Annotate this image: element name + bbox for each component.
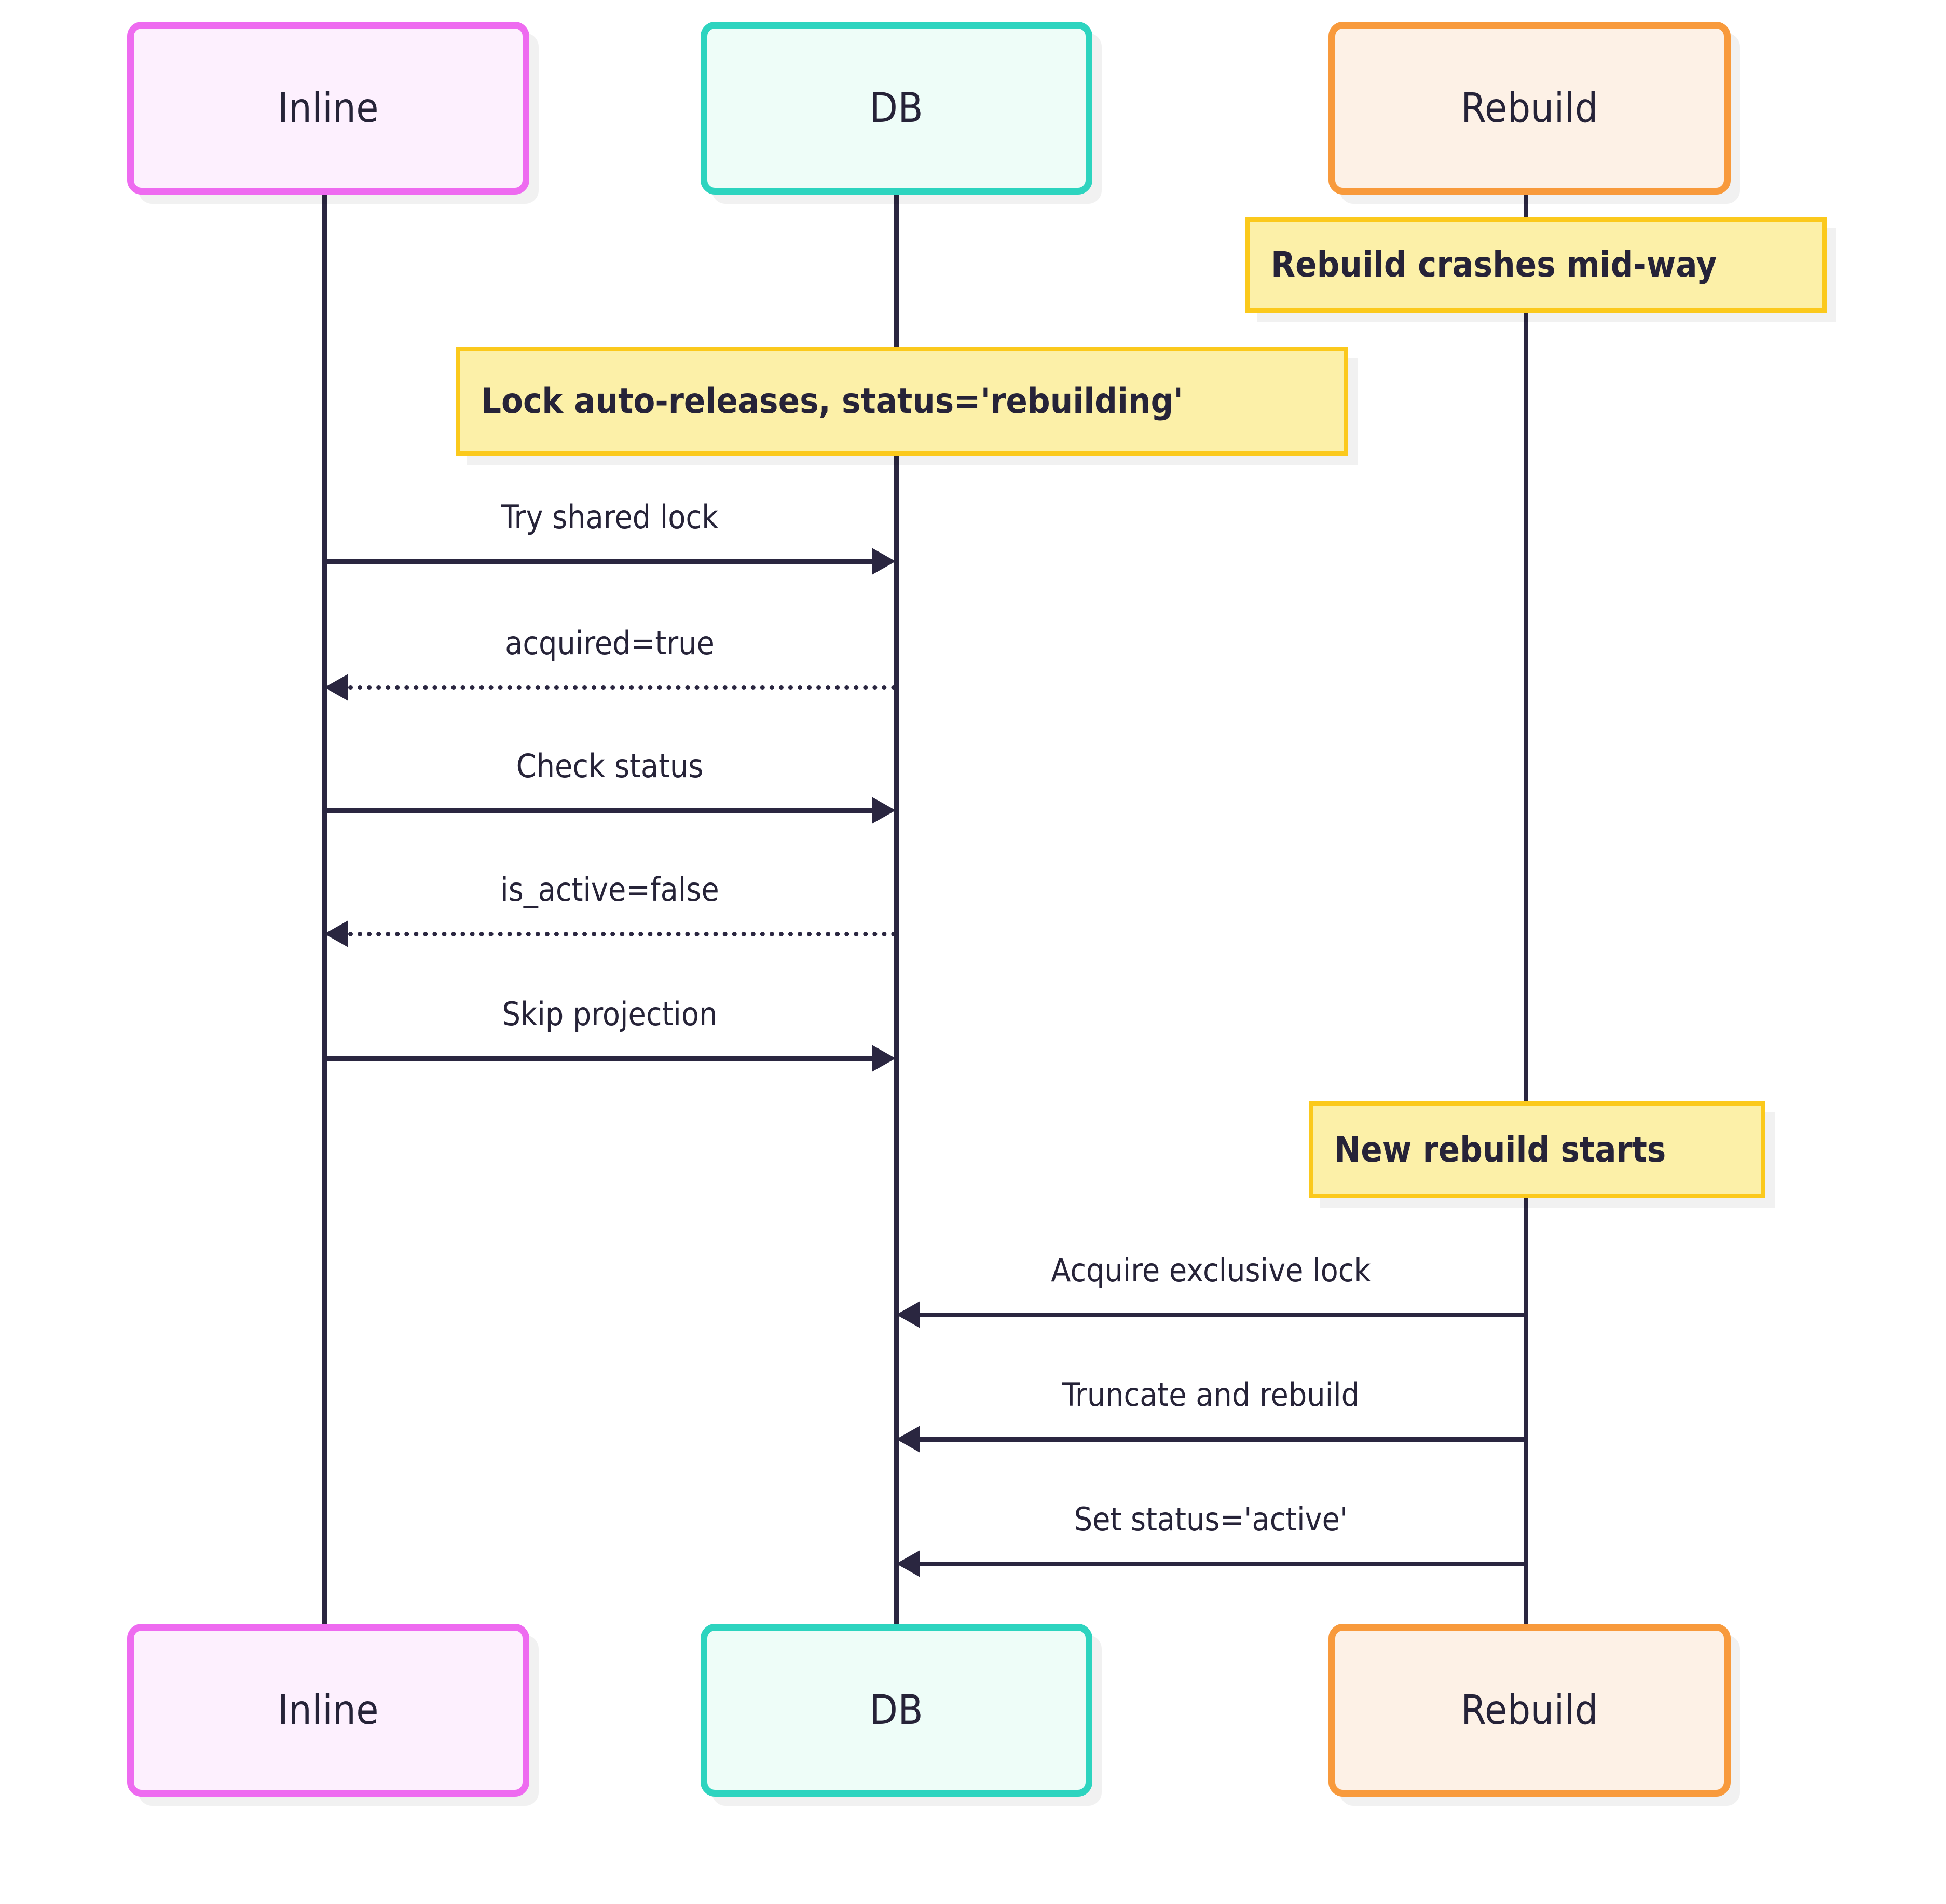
- message-label-set-status-active: Set status='active': [1074, 1500, 1348, 1538]
- message-label-truncate-and-rebuild: Truncate and rebuild: [1062, 1376, 1360, 1414]
- actor-box-inline-bottom[interactable]: Inline: [127, 1624, 529, 1797]
- actor-label-inline-top: Inline: [278, 85, 379, 132]
- message-arrowhead-acquired-true: [324, 674, 348, 701]
- actor-label-rebuild-bottom: Rebuild: [1461, 1687, 1598, 1734]
- message-line-try-shared-lock: [324, 559, 872, 564]
- message-line-skip-projection: [324, 1056, 872, 1061]
- message-line-acquire-exclusive-lock: [920, 1313, 1526, 1317]
- actor-box-rebuild-bottom[interactable]: Rebuild: [1328, 1624, 1731, 1797]
- message-arrowhead-is-active-false: [324, 920, 348, 947]
- actor-label-db-top: DB: [869, 85, 924, 132]
- message-label-is-active-false: is_active=false: [500, 871, 719, 908]
- message-arrowhead-skip-projection: [872, 1045, 896, 1072]
- note-new-rebuild-starts[interactable]: New rebuild starts: [1309, 1101, 1765, 1198]
- message-arrowhead-truncate-and-rebuild: [896, 1426, 920, 1453]
- message-label-skip-projection: Skip projection: [502, 995, 718, 1033]
- note-rebuild-crashes[interactable]: Rebuild crashes mid-way: [1245, 217, 1827, 313]
- actor-box-db-top[interactable]: DB: [701, 22, 1092, 195]
- message-label-acquired-true: acquired=true: [505, 624, 715, 662]
- lifeline-db: [894, 195, 899, 1625]
- message-arrowhead-acquire-exclusive-lock: [896, 1301, 920, 1328]
- message-line-acquired-true: [348, 685, 896, 690]
- note-lock-auto-releases[interactable]: Lock auto-releases, status='rebuilding': [456, 347, 1348, 456]
- message-label-check-status: Check status: [516, 747, 704, 785]
- actor-label-inline-bottom: Inline: [278, 1687, 379, 1734]
- lifeline-rebuild: [1524, 195, 1528, 1625]
- actor-box-rebuild-top[interactable]: Rebuild: [1328, 22, 1731, 195]
- note-new-rebuild-starts-text: New rebuild starts: [1334, 1129, 1666, 1170]
- note-lock-auto-releases-text: Lock auto-releases, status='rebuilding': [481, 380, 1183, 422]
- note-rebuild-crashes-text: Rebuild crashes mid-way: [1271, 244, 1717, 285]
- message-label-acquire-exclusive-lock: Acquire exclusive lock: [1051, 1251, 1371, 1289]
- message-line-set-status-active: [920, 1562, 1526, 1566]
- message-line-check-status: [324, 808, 872, 813]
- message-line-is-active-false: [348, 932, 896, 936]
- message-arrowhead-set-status-active: [896, 1550, 920, 1577]
- message-arrowhead-try-shared-lock: [872, 548, 896, 575]
- message-label-try-shared-lock: Try shared lock: [501, 498, 719, 536]
- lifeline-inline: [322, 195, 327, 1625]
- message-line-truncate-and-rebuild: [920, 1437, 1526, 1442]
- actor-box-db-bottom[interactable]: DB: [701, 1624, 1092, 1797]
- message-arrowhead-check-status: [872, 797, 896, 824]
- actor-label-db-bottom: DB: [869, 1687, 924, 1734]
- actor-label-rebuild-top: Rebuild: [1461, 85, 1598, 132]
- actor-box-inline-top[interactable]: Inline: [127, 22, 529, 195]
